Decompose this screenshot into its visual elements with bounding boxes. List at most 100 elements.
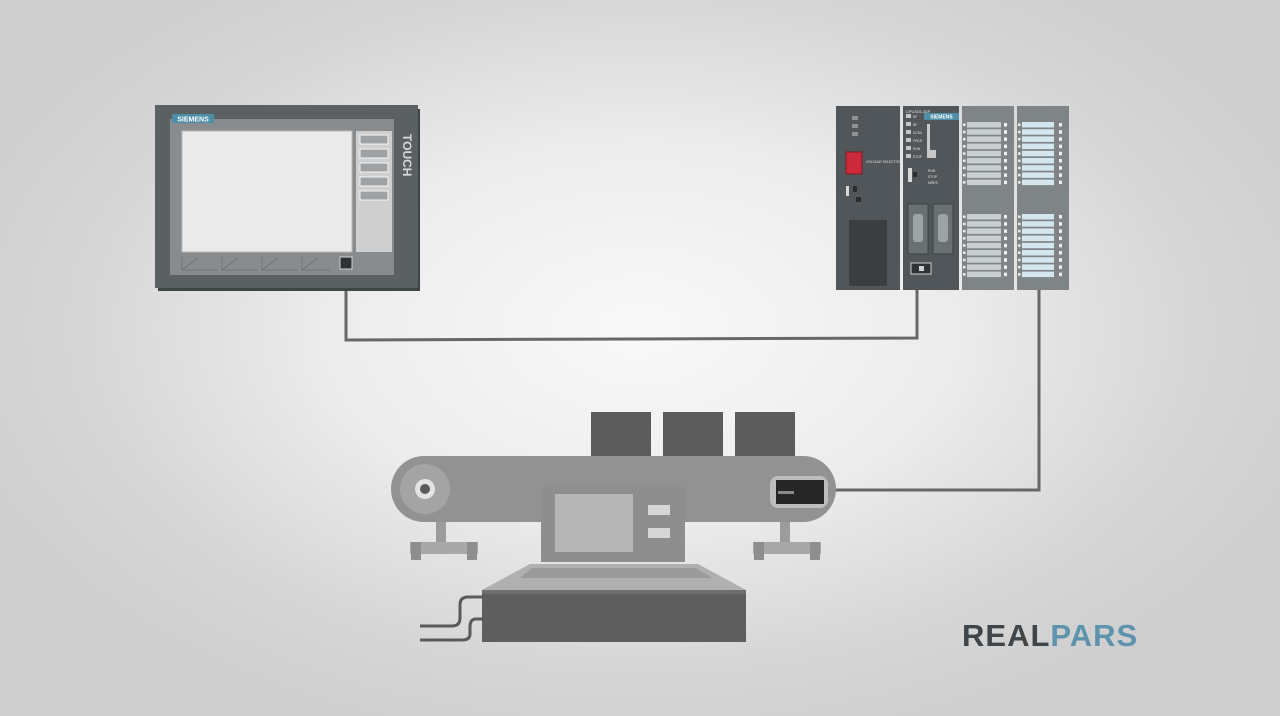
plc-rack: VOLTAGE SELECTOR CPU315-2DP SIEMENS SF B… [836,106,1069,290]
io-channel-marker [963,251,966,254]
io-channel-led [1004,258,1007,262]
io-channel-led [1059,151,1062,156]
machine-base [482,564,746,642]
io-channel-marker [1018,173,1021,177]
io-channel-led [1059,251,1062,255]
power-cables [420,595,484,642]
io-channel-led [1059,236,1062,241]
conveyor-supports [410,520,821,560]
mode-label: MRES [928,181,939,185]
led-label: SF [913,115,917,119]
io-channel-marker [963,123,966,126]
conveyor-machine [391,412,836,642]
io-channel-led [1059,272,1062,277]
io-channel-led [1004,144,1007,149]
io-channel-led [1059,123,1062,127]
io-channel-led [1004,123,1007,127]
io-channel-marker [1018,215,1021,218]
io-channel-row [1022,122,1054,128]
io-channel-led [1004,137,1007,141]
io-channel-row [967,235,1001,242]
io-channel-row [967,179,1001,186]
io-channel-row [1022,257,1054,263]
io-channel-marker [1018,258,1021,262]
psu-label: VOLTAGE SELECTOR [866,160,901,164]
psu-terminal-cover [849,220,887,286]
cabinet-button [648,528,670,538]
io-channel-row [967,165,1001,171]
io-channel-led [1004,151,1007,156]
io-channel-row [1022,235,1054,242]
hmi-side-key [359,190,389,201]
led-label: STOP [913,155,923,159]
io-channel-row [1022,172,1054,178]
io-channel-marker [963,215,966,218]
io-channel-led [1004,265,1007,269]
control-cabinet [541,487,685,562]
io-channel-row [1022,271,1054,278]
conveyor-boxes [591,412,795,456]
io-channel-marker [1018,265,1021,269]
io-channel-marker [963,152,966,155]
cabinet-display [555,494,633,552]
hmi-panel: SIEMENS TOUCH [155,105,420,291]
io-channel-led [1004,180,1007,185]
io-channel-row [1022,129,1054,135]
hmi-side-key [359,176,389,187]
io-channel-row [967,242,1001,249]
hmi-screen [181,130,353,253]
io-channel-row [967,129,1001,135]
io-channel-marker [963,229,966,233]
io-channel-led [1059,222,1062,226]
io-channel-led [1004,166,1007,170]
io-channel-row [1022,158,1054,164]
io-channel-marker [963,145,966,148]
io-channel-led [1059,180,1062,185]
io-channel-led [1059,243,1062,248]
cpu-brand: SIEMENS [930,115,953,121]
io-channel-led [1004,159,1007,163]
realpars-logo: REALPARS [962,618,1138,654]
io-channel-marker [1018,130,1021,134]
io-channel-led [1004,173,1007,177]
io-channel-marker [963,159,966,162]
io-channel-row [1022,250,1054,256]
mode-label: STOP [928,175,938,179]
io-channel-led [1004,236,1007,241]
led-label: RUN [913,147,921,151]
io-to-sensor-cable [828,284,1041,492]
cpu-status-leds: SF BF DC5V FRCE RUN STOP [906,114,923,159]
io-channel-led [1004,243,1007,248]
cables [344,266,1041,492]
io-channel-led [1004,215,1007,219]
mode-selector: RUN STOP MRES [908,168,939,185]
io-channel-led [1004,130,1007,134]
hmi-to-plc-cable [344,266,919,342]
proximity-sensor [770,476,828,508]
io-channel-row [967,172,1001,178]
logo-text-pars: PARS [1050,618,1139,653]
io-channel-marker [1018,244,1021,247]
io-channel-row [1022,165,1054,171]
io-channel-row [967,136,1001,142]
io-channel-led [1059,137,1062,141]
hmi-bottom-keys [181,256,330,271]
led-label: FRCE [913,139,923,143]
hmi-side-label: TOUCH [400,134,414,176]
io-channel-led [1004,272,1007,277]
io-channel-led [1004,229,1007,233]
io-channel-marker [963,265,966,269]
cpu-model: CPU315-2DP [906,109,931,114]
io-channel-marker [1018,222,1021,226]
io-channel-marker [1018,159,1021,162]
io-channel-row [1022,150,1054,157]
io-channel-row [967,271,1001,278]
memory-card-slot [927,124,930,158]
io-channel-row [1022,228,1054,234]
io-channel-row [1022,143,1054,150]
input-module [962,106,1014,290]
io-channel-marker [1018,145,1021,148]
product-box [591,412,651,456]
io-channel-marker [963,181,966,184]
